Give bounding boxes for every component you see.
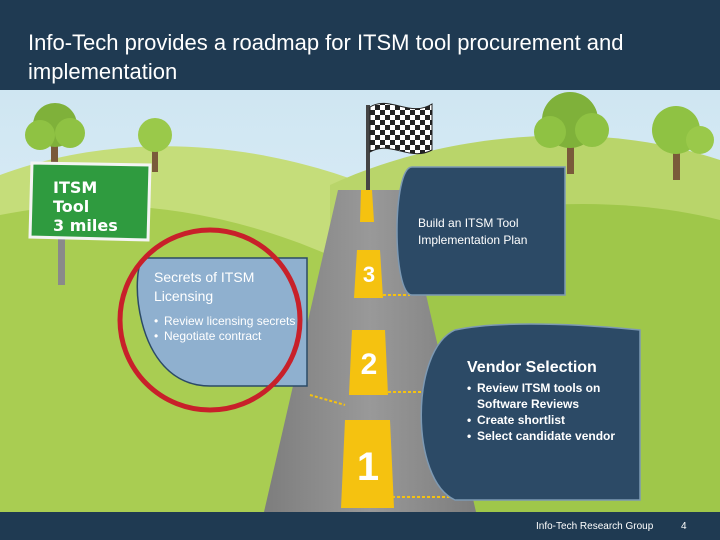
finish-flag-icon (366, 102, 433, 190)
list-item: Review ITSM tools on Software Reviews (467, 380, 635, 412)
list-item: Create shortlist (467, 412, 635, 428)
road-edge-dots-4 (309, 394, 346, 406)
licensing-bullets: Review licensing secrets Negotiate contr… (154, 314, 304, 344)
list-item: Select candidate vendor (467, 428, 635, 444)
slide-header (0, 0, 720, 90)
tree-right-2 (652, 106, 714, 180)
milestone-marker-1-bg (341, 420, 394, 508)
distance-sign (28, 161, 152, 285)
footer-brand: Info-Tech Research Group (536, 521, 654, 532)
sign-line: Tool (53, 197, 90, 216)
page-number: 4 (681, 521, 687, 532)
milestone-marker-3-bg (354, 250, 383, 298)
licensing-title: Secrets of ITSM Licensing (154, 269, 255, 304)
vendor-selection-bullets: Review ITSM tools on Software Reviews Cr… (467, 380, 635, 444)
tree-left-1 (25, 103, 85, 180)
sign-line: ITSM (53, 178, 98, 197)
slide-footer (0, 512, 720, 540)
distance-sign-text: ITSM Tool 3 miles (53, 178, 118, 235)
licensing-content: Secrets of ITSM Licensing Review licensi… (154, 268, 304, 344)
milestone-number-2: 2 (360, 348, 378, 381)
tree-left-2 (138, 118, 172, 172)
tree-right-1 (534, 92, 609, 174)
implementation-plan-callout[interactable] (396, 166, 566, 296)
milestone-marker-2-bg (349, 330, 388, 395)
vendor-selection-content: Vendor Selection Review ITSM tools on So… (467, 358, 635, 444)
list-item: Review licensing secrets (154, 314, 304, 329)
slide-title: Info-Tech provides a roadmap for ITSM to… (28, 30, 624, 84)
implementation-plan-title: Build an ITSM Tool Implementation Plan (418, 216, 528, 247)
milestone-number-1: 1 (356, 445, 380, 489)
vendor-selection-title: Vendor Selection (467, 359, 597, 376)
sign-line: 3 miles (53, 216, 118, 235)
list-item: Negotiate contract (154, 329, 304, 344)
milestone-marker-top (360, 190, 374, 222)
milestone-number-3: 3 (362, 262, 376, 287)
